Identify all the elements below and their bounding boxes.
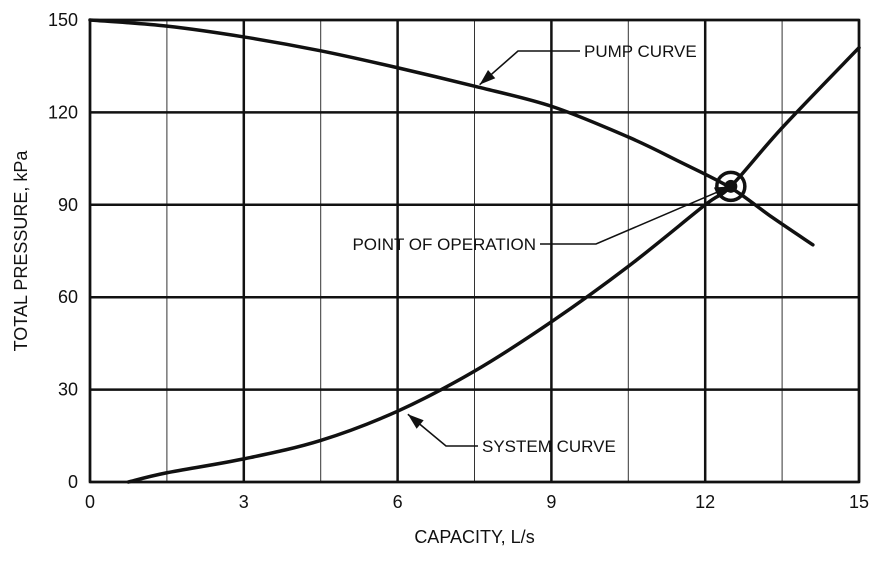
x-tick-label: 12 [695,492,715,512]
y-axis-label: TOTAL PRESSURE, kPa [11,150,31,352]
pump-curve-arrowhead [479,69,496,85]
y-tick-label: 30 [58,380,78,400]
system-curve-label: SYSTEM CURVE [482,437,616,456]
point-of-operation-arrowhead [713,186,731,198]
x-tick-label: 6 [393,492,403,512]
x-tick-label: 9 [546,492,556,512]
x-tick-label: 15 [849,492,869,512]
point-of-operation-label: POINT OF OPERATION [352,235,536,254]
y-tick-label: 60 [58,287,78,307]
y-tick-label: 0 [68,472,78,492]
plot-frame [88,18,861,484]
y-tick-label: 120 [48,102,78,122]
x-axis-label: CAPACITY, L/s [414,527,534,547]
y-tick-label: 150 [48,10,78,30]
system-curve-arrowhead [407,414,424,429]
operating-point-ring [715,170,747,203]
y-tick-label: 90 [58,195,78,215]
point-of-operation-leader [540,185,732,245]
annotations: PUMP CURVE POINT OF OPERATION SYSTEM CURVE [352,42,732,456]
system-curve-leader [407,413,478,447]
x-tick-label: 3 [239,492,249,512]
x-tick-label: 0 [85,492,95,512]
pump-curve-label: PUMP CURVE [584,42,697,61]
minor-gridlines [166,20,783,482]
pump-curve-leader [479,50,580,86]
